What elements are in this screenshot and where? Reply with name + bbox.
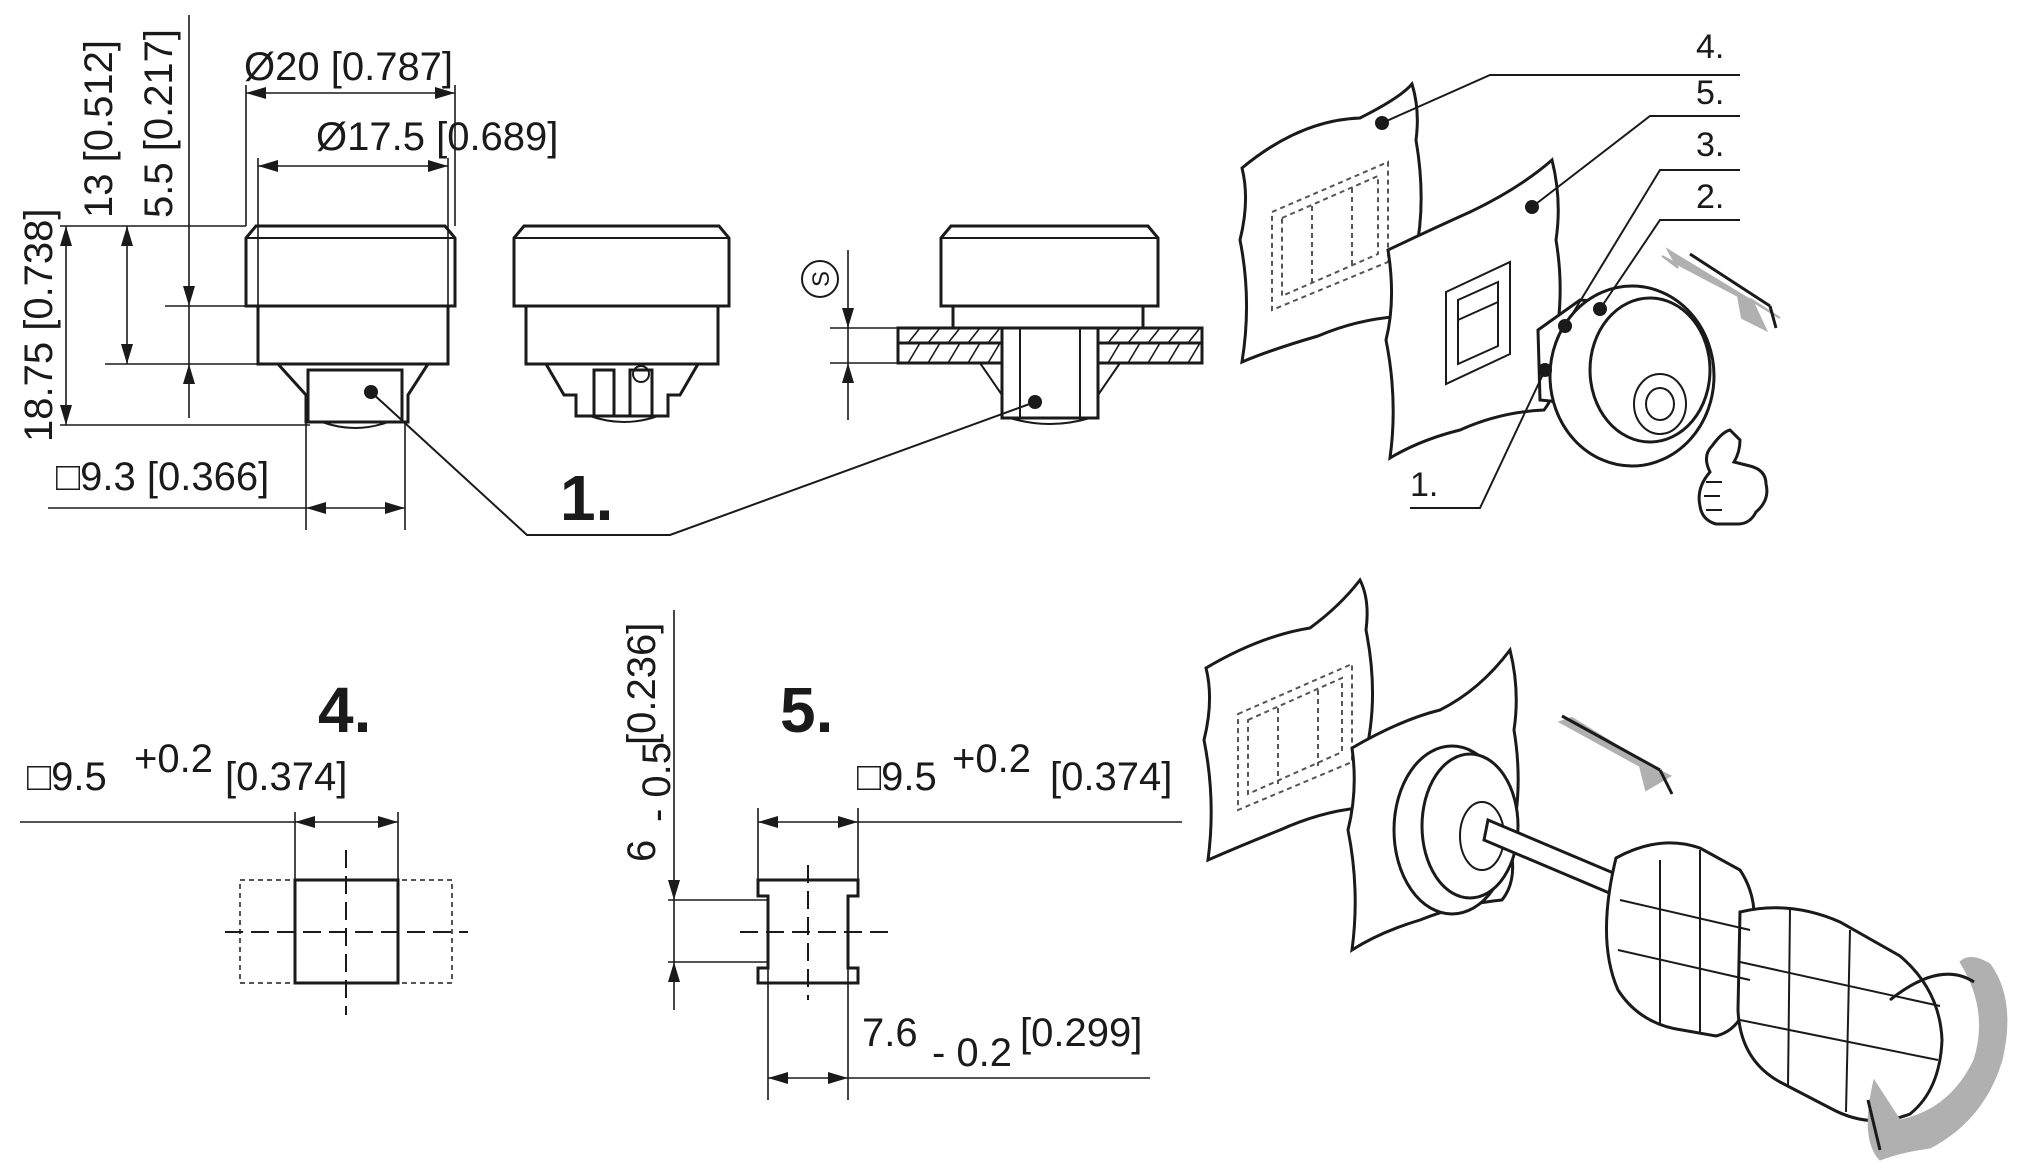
cutout5-height-tolerance: - 0.5 (635, 742, 679, 822)
callout-5: 5. (1696, 74, 1724, 112)
cutout-4-view: 4. □9.5 +0.2 [0.374] (20, 674, 468, 1015)
cutout5-height-inch: [0.236] (620, 623, 664, 745)
callout-1: 1. (1410, 466, 1438, 504)
rotate-arrow-icon (1867, 957, 2008, 1161)
label-item-1: 1. (560, 462, 613, 534)
removal-illustration (1202, 577, 2008, 1161)
cutout4-tolerance: +0.2 (134, 737, 213, 781)
front-view-dimensioned: Ø20 [0.787] Ø17.5 [0.689] 18.75 [0.738] … (17, 15, 558, 530)
dim-height-13: 13 [0.512] (77, 40, 121, 218)
cutout5-inch: [0.374] (1050, 755, 1172, 799)
screwdriver-icon (1482, 817, 1944, 1123)
dim-square-base: □9.3 [0.366] (56, 455, 269, 499)
callout-2: 2. (1696, 178, 1724, 216)
dim-height-5-5: 5.5 [0.217] (137, 29, 181, 218)
cutout5-width-inch: [0.299] (1020, 1011, 1142, 1055)
push-arrow-icon (1661, 247, 1781, 333)
pull-arrow-icon (1557, 716, 1673, 792)
cutout5-width-tolerance: - 0.2 (932, 1031, 1012, 1075)
label-item-5: 5. (780, 674, 833, 746)
item1-leader: 1. (370, 391, 1036, 536)
mounted-section-view: S (801, 224, 1204, 425)
cutout5-tolerance: +0.2 (952, 737, 1031, 781)
cutout4-nominal: □9.5 (27, 755, 107, 799)
mounting-illustration: 4. 5. 3. 2. 1. (1238, 28, 1781, 526)
callout-4: 4. (1696, 28, 1724, 66)
thickness-symbol: S (808, 271, 835, 287)
dim-outer-diameter: Ø20 [0.787] (244, 45, 453, 89)
label-item-4: 4. (318, 674, 371, 746)
dim-inner-diameter: Ø17.5 [0.689] (316, 115, 558, 159)
cutout-5-view: 5. □9.5 +0.2 [0.374] 6 - 0.5 [0.236] 7.6… (620, 610, 1182, 1100)
thumbs-up-icon (1697, 428, 1769, 526)
dim-total-height: 18.75 [0.738] (17, 208, 61, 442)
cutout5-width-nominal: 7.6 (862, 1011, 918, 1055)
cutout5-nominal: □9.5 (857, 755, 937, 799)
callout-3: 3. (1696, 126, 1724, 164)
side-view (512, 224, 731, 423)
cutout5-height-nominal: 6 (620, 840, 664, 862)
cutout4-inch: [0.374] (225, 755, 347, 799)
